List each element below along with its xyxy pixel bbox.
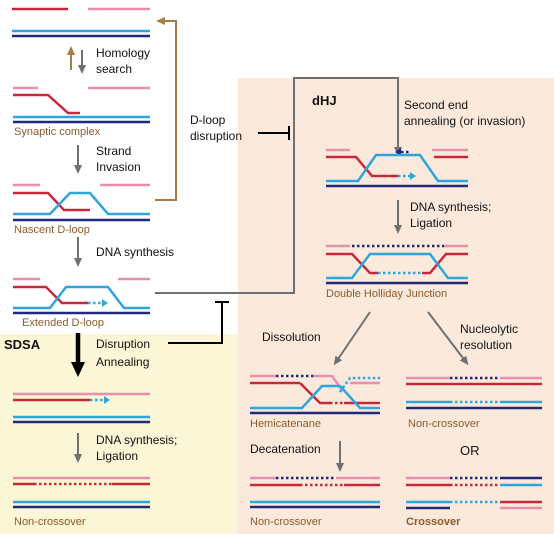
or-label: OR [460, 443, 480, 458]
strand-invasion-label-2: Invasion [96, 160, 141, 174]
red-strand [13, 285, 88, 305]
homology-search-label-1: Homology [96, 46, 151, 60]
sdsa-connector [168, 302, 223, 344]
dissolution-arrow [333, 311, 371, 366]
dloop-disruption-label-1: D-loop [190, 113, 226, 127]
nucleolytic-resolution-label-2: resolution [460, 338, 513, 352]
nascent-dloop-label: Nascent D-loop [14, 224, 90, 236]
dhj-connector [155, 77, 402, 294]
disruption-annealing-label-1: Disruption [96, 337, 151, 351]
red-strand [326, 252, 378, 275]
dloop-disruption-arrow [155, 17, 177, 201]
initial-duplexes [12, 7, 150, 38]
resolution-noncrossover-strands [406, 376, 542, 410]
homology-search-label-2: search [96, 62, 133, 76]
sdsa-title: SDSA [4, 337, 41, 352]
non-crossover-left-label: Non-crossover [14, 516, 86, 528]
dissolution-label: Dissolution [262, 330, 321, 344]
strand-invasion-label-1: Strand [96, 144, 132, 158]
synthesis-arrowhead [104, 396, 110, 404]
pink-strand [314, 374, 344, 391]
crossover-strands [406, 476, 542, 510]
synaptic-complex-strands [13, 86, 150, 124]
resolution-arrow [427, 311, 469, 366]
blue-strand [326, 252, 468, 280]
red-strand [326, 155, 398, 178]
dna-synthesis-ligation-right-2: Ligation [410, 216, 453, 230]
blue-strand [13, 285, 150, 310]
sdsa-annealed-strands [13, 392, 150, 424]
dotted-synthesis [338, 376, 380, 393]
blue-strand [326, 153, 468, 183]
dhj-title: dHJ [312, 93, 337, 108]
red-strand [422, 252, 468, 275]
blue-strand [250, 384, 380, 410]
nucleolytic-resolution-label-1: Nucleolytic [460, 322, 519, 336]
hemicatenane-label: Hemicatenane [250, 418, 321, 430]
dna-synthesis-ligation-right-1: DNA synthesis; [410, 200, 492, 214]
non-crossover-mid-label: Non-crossover [408, 418, 480, 430]
non-crossover-bottom-label: Non-crossover [250, 516, 322, 528]
dissolution-noncrossover-strands [250, 476, 380, 509]
nascent-dloop-strands [13, 183, 150, 222]
crossover-label: Crossover [406, 516, 461, 528]
dna-synthesis-ligation-left-1: DNA synthesis; [96, 433, 178, 447]
red-strand [299, 382, 330, 405]
sdsa-noncrossover-strands [13, 476, 150, 509]
disruption-annealing-label-2: Annealing [96, 355, 150, 369]
second-end-label-2: annealing (or invasion) [404, 114, 526, 128]
blue-strand [13, 191, 150, 216]
dna-synthesis-label: DNA synthesis [96, 245, 175, 259]
red-strand [13, 191, 90, 212]
second-end-capture-strands [326, 148, 468, 188]
synthesis-arrowhead [410, 172, 416, 180]
hemicatenane-strands [250, 374, 380, 415]
double-holliday-junction-strands [326, 244, 468, 285]
red-strand [13, 93, 80, 115]
second-end-label-1: Second end [404, 98, 469, 112]
sdsa-pathway-background [0, 334, 238, 534]
synaptic-complex-label: Synaptic complex [14, 126, 101, 138]
double-holliday-junction-label: Double Holliday Junction [326, 288, 448, 300]
decatenation-label: Decatenation [250, 442, 321, 456]
extended-dloop-label: Extended D-loop [22, 317, 104, 329]
dna-synthesis-ligation-left-2: Ligation [96, 449, 139, 463]
dloop-disruption-label-2: disruption [190, 129, 243, 143]
extended-dloop-strands [13, 277, 150, 315]
synthesis-arrowhead [102, 299, 108, 307]
